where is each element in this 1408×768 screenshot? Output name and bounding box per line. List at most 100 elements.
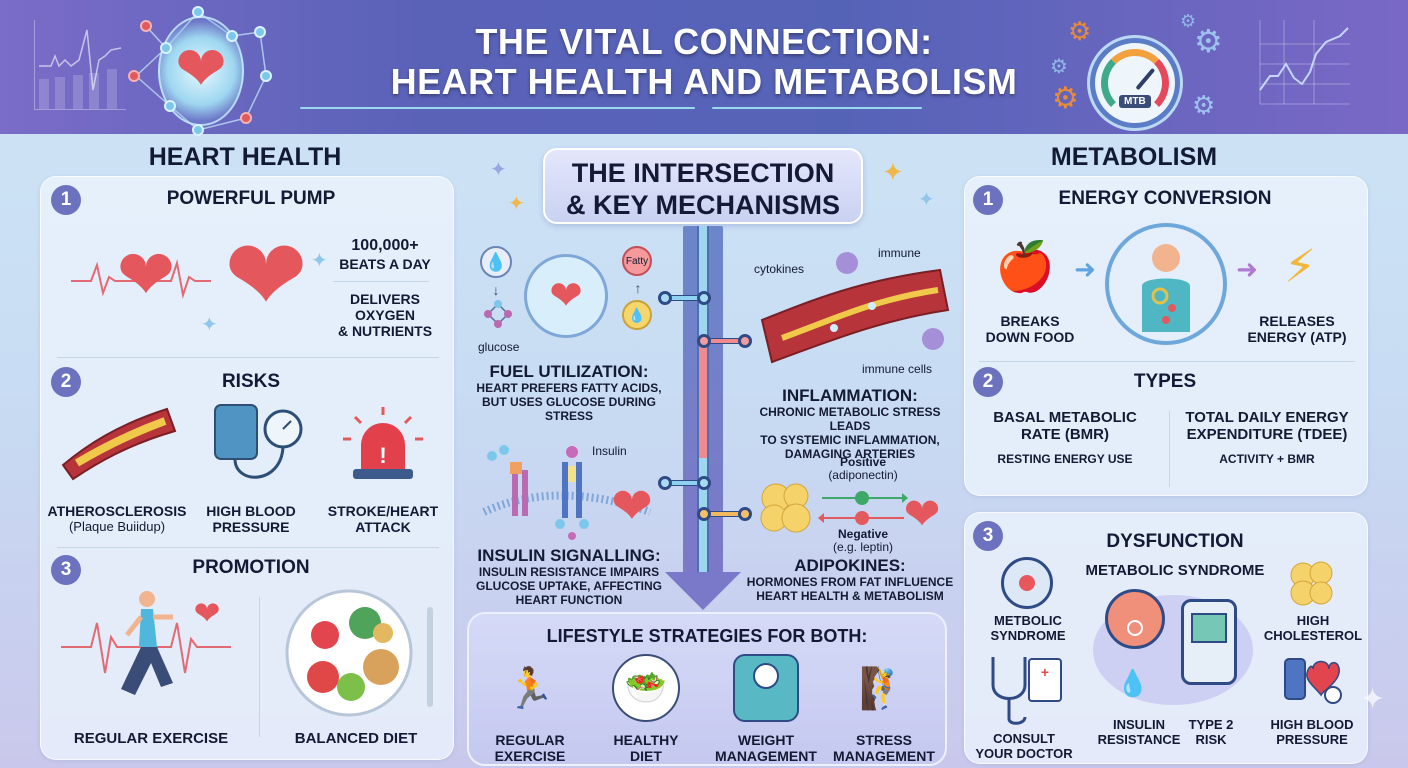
glucose-label: glucose (478, 340, 520, 354)
detail-line: OXYGEN (355, 307, 415, 323)
immune-cell-icon (836, 252, 858, 274)
sparkle-icon: ✦ (1360, 683, 1386, 716)
intersection-title-line-2: & KEY MECHANISMS (565, 190, 841, 220)
abdomen-icon (1001, 557, 1053, 609)
section-title-powerful-pump: POWERFUL PUMP (166, 188, 336, 209)
risk-label: ATHEROSCLEROSIS (47, 503, 187, 519)
mechanism-title: INSULIN SIGNALLING: (477, 546, 661, 565)
risk-label: STROKE/HEART (327, 503, 439, 519)
sparkle-icon: ✦ (882, 157, 904, 187)
section-title-energy-conversion: ENERGY CONVERSION (1058, 188, 1272, 209)
lifestyle-label-line: STRESS (855, 732, 912, 748)
lifestyle-label-line: DIET (630, 748, 662, 764)
detail-line: & NUTRIENTS (337, 323, 433, 339)
page-title: THE VITAL CONNECTION: HEART HEALTH AND M… (300, 22, 1108, 102)
alarm-siren-icon: ! (341, 405, 425, 485)
gear-icon: ⚙ (1052, 82, 1079, 115)
anatomical-heart-icon: ❤ (611, 478, 653, 534)
inflamed-artery-icon (760, 268, 950, 364)
section-number-badge: 2 (973, 367, 1003, 397)
bmr-type: BASAL METABOLIC RATE (BMR) RESTING ENERG… (985, 409, 1145, 468)
risk-atherosclerosis-label: ATHEROSCLEROSIS (Plaque Buiidup) (47, 503, 187, 535)
connector-dot (738, 507, 752, 521)
section-divider (979, 361, 1355, 362)
sparkle-icon: ✦ (201, 314, 218, 336)
title-line-2: HEART HEALTH AND METABOLISM (390, 61, 1018, 102)
types-divider (1169, 411, 1170, 487)
positive-text: Positive (839, 455, 887, 469)
connector-dot (697, 291, 711, 305)
label-line: HIGH BLOOD (1270, 717, 1354, 732)
intersection-title-line-1: THE INTERSECTION (571, 158, 835, 188)
heart-bp-icon (1283, 655, 1343, 711)
apple-molecule-icon: 🍎 (995, 240, 1055, 294)
label-line: CHOLESTEROL (1263, 628, 1363, 643)
lifestyle-label-line: EXERCISE (494, 748, 566, 764)
signal-arrows-icon (818, 491, 908, 525)
label-line: RISK (1195, 732, 1227, 747)
mechanism-text: TO SYSTEMIC INFLAMMATION, (760, 433, 940, 447)
detail-line: DELIVERS (349, 291, 420, 307)
promotion-balanced-diet-label: BALANCED DIET (294, 730, 418, 747)
metabolism-heading: METABOLISM (1050, 143, 1218, 171)
section-title-promotion: PROMOTION (192, 557, 310, 578)
section-divider (57, 547, 439, 548)
negative-label: Negative (e.g. leptin) (818, 528, 908, 554)
anatomical-heart-small-icon: ❤ (116, 236, 176, 314)
section-number-badge: 2 (51, 367, 81, 397)
runner-icon (61, 587, 241, 717)
header-trend-chart (1259, 20, 1350, 105)
risk-label: HIGH BLOOD (206, 503, 296, 519)
heart-rate-icon: ❤ (193, 595, 221, 631)
mechanism-text: HORMONES FROM FAT INFLUENCE (746, 575, 954, 589)
label-line: METBOLIC (994, 613, 1062, 628)
svg-text:!: ! (379, 443, 386, 468)
cell-membrane-receptor-icon (482, 445, 652, 540)
section-title-types: TYPES (1133, 371, 1197, 392)
section-title-dysfunction: DYSFUNCTION (1106, 531, 1244, 552)
sparkle-icon: ✦ (311, 250, 328, 272)
decorative-chart-left (34, 20, 126, 110)
up-arrow-icon: ↑ (634, 280, 642, 296)
immune-cells-label: immune cells (862, 362, 933, 376)
beats-stat-value: 100,000+ (351, 237, 419, 254)
lifestyle-label-line: MANAGEMENT (715, 748, 817, 764)
decorative-chart-right-graph (1112, 18, 1113, 19)
section-number-badge: 1 (973, 185, 1003, 215)
type-name-line: TOTAL DAILY ENERGY (1185, 409, 1349, 426)
heart-health-card: 1 POWERFUL PUMP ❤ ❤ ✦ ✦ 100,000+ BEATS A… (40, 176, 454, 760)
right-arrow-icon: ➜ (1236, 253, 1258, 284)
stat-divider (333, 281, 429, 282)
mechanism-title: INFLAMMATION: (782, 386, 918, 405)
fat-cells-icon (1287, 559, 1337, 609)
blood-drop-icon: 💧 (480, 246, 512, 278)
insulin-signalling-text: INSULIN SIGNALLING: INSULIN RESISTANCE I… (474, 546, 664, 607)
gear-icon: ⚙ (1180, 11, 1197, 31)
risk-label: ATTACK (355, 519, 411, 535)
type-name-line: EXPENDITURE (TDEE) (1186, 426, 1348, 443)
anatomical-heart-icon: ❤ (903, 489, 941, 539)
anatomical-heart-large-icon: ❤ (224, 219, 308, 332)
connector-dot (697, 476, 711, 490)
food-plate-icon (281, 587, 441, 717)
metabolism-card-energy-types: 1 ENERGY CONVERSION 🍎 ➜ ➜ ⚡ BREAKS DOWN … (964, 176, 1368, 496)
label-line: ENERGY (ATP) (1247, 329, 1347, 345)
inflammation-diagram: cytokines immune immune cells (752, 240, 952, 380)
fuel-utilization-diagram: 💧 ↓ glucose ❤ Fatty ↑ 💧 (478, 236, 658, 356)
risk-label: PRESSURE (212, 519, 290, 535)
breaks-down-food-label: BREAKS DOWN FOOD (975, 313, 1085, 345)
metabolic-syndrome-subtitle: METABOLIC SYNDROME (1085, 562, 1265, 579)
risk-high-blood-pressure-label: HIGH BLOOD PRESSURE (191, 503, 311, 535)
cytokines-label: cytokines (754, 262, 805, 276)
central-spine-arrow (683, 226, 723, 578)
lifestyle-label-line: MANAGEMENT (833, 748, 935, 764)
risk-sublabel: (Plaque Buiidup) (68, 519, 166, 534)
lifestyle-title: LIFESTYLE STRATEGIES FOR BOTH: (546, 626, 868, 646)
heartbeat-line-icon (71, 247, 211, 307)
negative-subtext: (e.g. leptin) (832, 540, 894, 554)
svg-text:+: + (1041, 664, 1049, 680)
